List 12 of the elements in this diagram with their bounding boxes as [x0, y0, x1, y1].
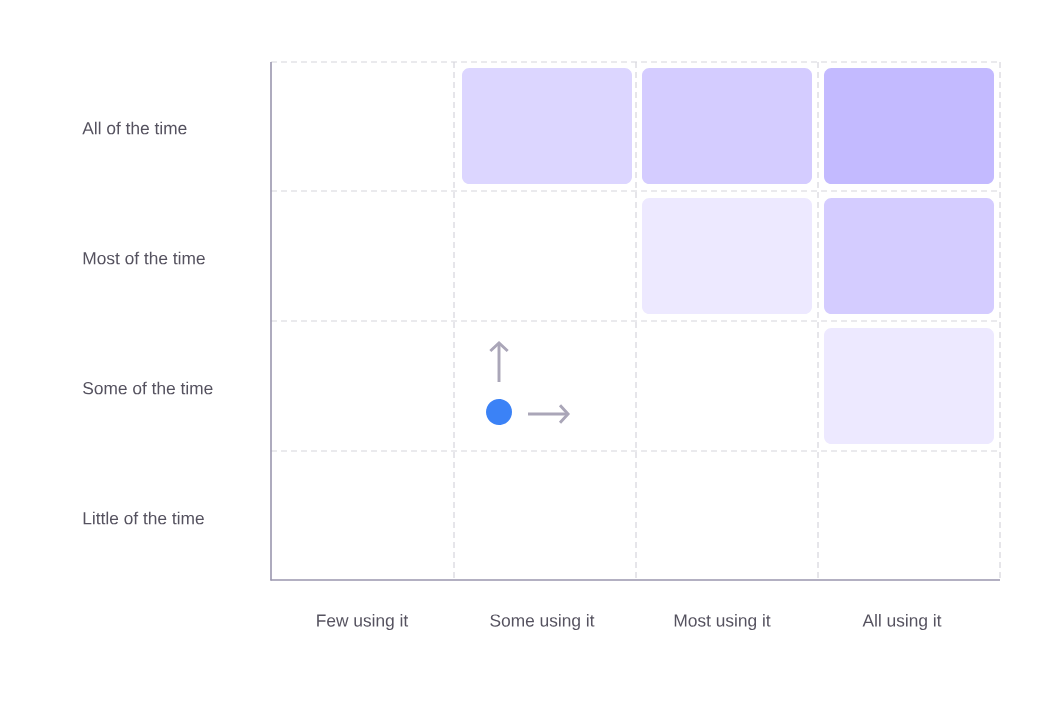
axis-label: Little of the time — [83, 511, 204, 525]
shaded-tile — [462, 68, 632, 184]
axis-label: All using it — [862, 613, 942, 631]
shaded-tile — [824, 68, 994, 184]
axis-label: Few using it — [317, 613, 409, 631]
axis-label: Some of the time — [83, 381, 213, 395]
axis-label: Most using it — [674, 613, 771, 631]
shaded-tile — [824, 198, 994, 314]
axis-label: Most of the time — [83, 251, 205, 265]
shaded-tile — [642, 68, 812, 184]
axis-label: Some using it — [490, 613, 595, 631]
axis-label: All of the time — [82, 121, 187, 135]
